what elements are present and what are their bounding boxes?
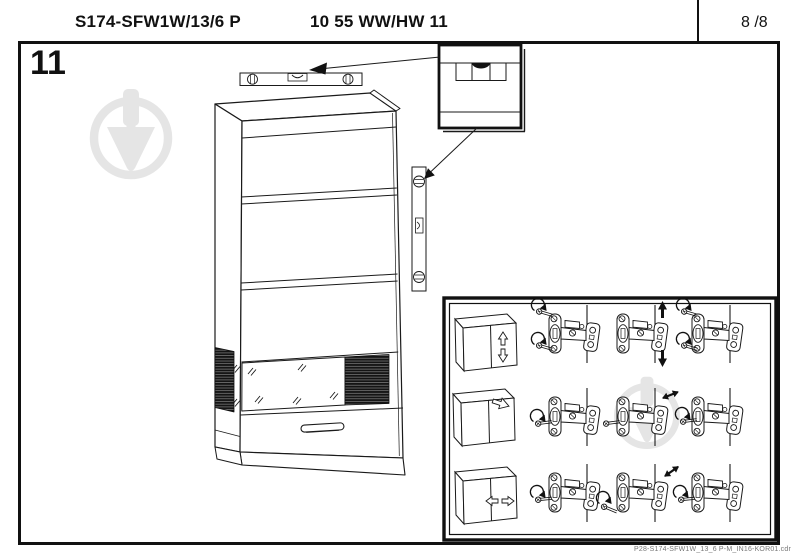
header-divider bbox=[697, 0, 699, 42]
drawer-handle bbox=[300, 422, 345, 433]
brand-watermark bbox=[94, 89, 168, 175]
document-id: P28-S174-SFW1W_13_6 P-M_IN16-KOR01.cdr bbox=[634, 546, 791, 553]
hinge-adjustment-inset bbox=[442, 296, 778, 542]
cabinet-pictogram-height bbox=[454, 313, 518, 372]
spirit-level-horizontal bbox=[239, 72, 363, 86]
hardware-code: 10 55 WW/HW 11 bbox=[310, 12, 448, 31]
level-bubble bbox=[471, 62, 491, 69]
page-indicator: 8 /8 bbox=[741, 14, 768, 31]
step-number: 11 bbox=[30, 44, 66, 82]
wardrobe-drawing bbox=[214, 89, 406, 476]
striped-panel-right bbox=[344, 354, 390, 406]
pointer-arrow-to-horizontal-level bbox=[309, 56, 441, 75]
pointer-arrow-to-vertical-level bbox=[424, 127, 478, 179]
model-code: S174-SFW1W/13/6 P bbox=[75, 12, 241, 31]
level-detail-inset bbox=[437, 43, 526, 133]
cabinet-pictogram-side bbox=[454, 466, 518, 525]
striped-panel-left bbox=[214, 347, 235, 413]
cabinet-pictogram-depth bbox=[452, 388, 516, 447]
drawing-frame bbox=[18, 41, 780, 545]
spirit-level-vertical bbox=[411, 166, 427, 292]
